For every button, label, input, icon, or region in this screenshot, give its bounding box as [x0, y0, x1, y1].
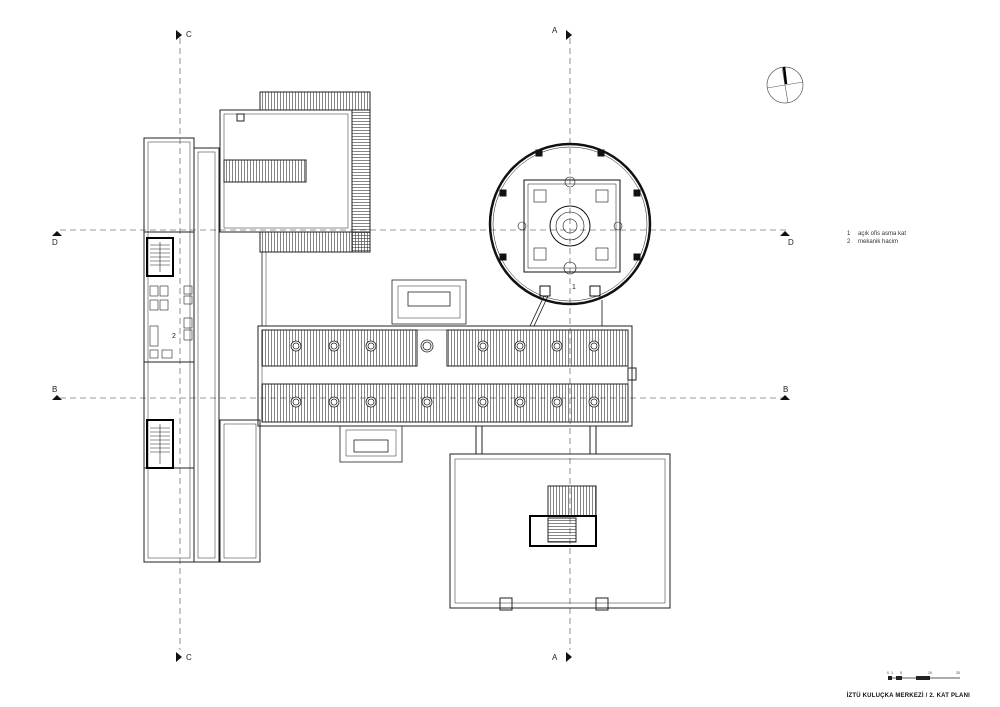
scale-tick-1: 1 — [891, 671, 893, 675]
scale-tick-3: 10 — [928, 671, 932, 675]
section-markers: A A C C D D B B — [52, 26, 794, 662]
legend-num-1: 1 — [847, 231, 851, 237]
west-lower-wing — [219, 419, 261, 563]
section-arrow-icon — [780, 395, 790, 400]
section-label-c-top: C — [186, 30, 192, 39]
section-label-b-left: B — [52, 385, 57, 394]
room-number-2: 2 — [172, 333, 176, 340]
section-label-c-bottom: C — [186, 653, 192, 662]
scale-tick-2: 5 — [900, 671, 902, 675]
scale-tick-4: 20 — [956, 671, 960, 675]
columns — [290, 339, 600, 408]
legend-text-2: mekanik hacim — [858, 239, 898, 245]
section-arrow-icon — [176, 652, 182, 662]
section-label-b-right: B — [783, 385, 788, 394]
stair-southeast — [547, 485, 597, 517]
legend: 1 açık ofis asma kat 2 mekanik hacim — [847, 231, 906, 245]
section-label-d-left: D — [52, 238, 58, 247]
section-arrow-icon — [780, 231, 790, 236]
section-arrow-icon — [176, 30, 182, 40]
south-entrance — [339, 425, 403, 463]
section-arrow-icon — [52, 231, 62, 236]
legend-num-2: 2 — [847, 239, 851, 245]
section-arrow-icon — [566, 652, 572, 662]
scale-tick-0: 0 — [887, 671, 889, 675]
section-label-d-right: D — [788, 238, 794, 247]
stair-northwest — [223, 159, 307, 183]
section-arrow-icon — [52, 395, 62, 400]
circular-tower — [488, 142, 652, 327]
spiral-stair — [549, 205, 591, 247]
section-label-a-top: A — [552, 26, 558, 35]
north-arrow-icon — [766, 66, 804, 104]
scale-bar: 0 1 5 10 20 — [887, 671, 960, 680]
north-entrance — [391, 279, 467, 325]
drawing-title: İZTÜ KULUÇKA MERKEZİ / 2. KAT PLANI — [847, 692, 970, 699]
mechanical-equipment — [149, 285, 193, 359]
west-block — [143, 137, 220, 563]
legend-text-1: açık ofis asma kat — [858, 231, 906, 237]
section-arrow-icon — [566, 30, 572, 40]
northwest-block — [219, 91, 371, 253]
stair-west-upper — [146, 237, 174, 277]
section-label-a-bottom: A — [552, 653, 558, 662]
room-number-1: 1 — [572, 284, 576, 291]
stair-west-lower — [146, 419, 174, 469]
central-bar — [257, 325, 637, 455]
southeast-block — [449, 453, 671, 611]
